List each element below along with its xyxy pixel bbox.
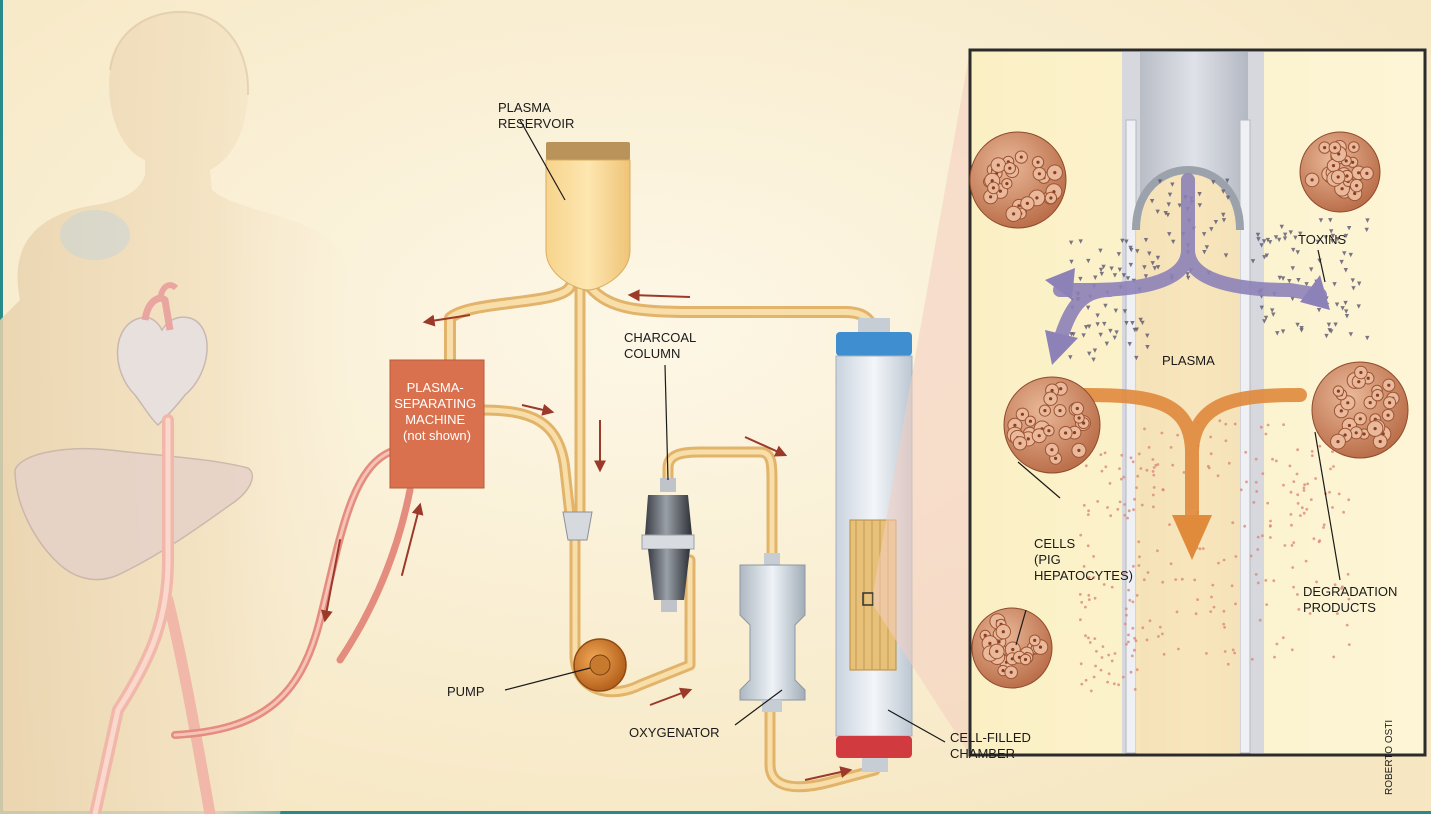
oxygenator — [740, 553, 805, 712]
hepatocyte-cluster — [1312, 362, 1408, 458]
plasma-reservoir — [546, 142, 630, 290]
hepatocyte-cluster — [970, 132, 1066, 228]
hepatocyte-cluster — [972, 608, 1052, 688]
pump — [574, 639, 626, 691]
label-toxins: TOXINS — [1298, 232, 1346, 247]
hepatocyte-cluster — [1300, 132, 1380, 212]
hepatocyte-cluster — [1004, 377, 1100, 473]
illustrator-credit: ROBERTO OSTI — [1384, 720, 1395, 795]
label-plasma: PLASMA — [1162, 353, 1215, 368]
tube-connector — [563, 512, 592, 540]
label-pump: PUMP — [447, 684, 485, 699]
label-oxygenator: OXYGENATOR — [629, 725, 720, 740]
label-plasma-separating-machine: PLASMA- SEPARATING MACHINE (not shown) — [394, 380, 480, 443]
